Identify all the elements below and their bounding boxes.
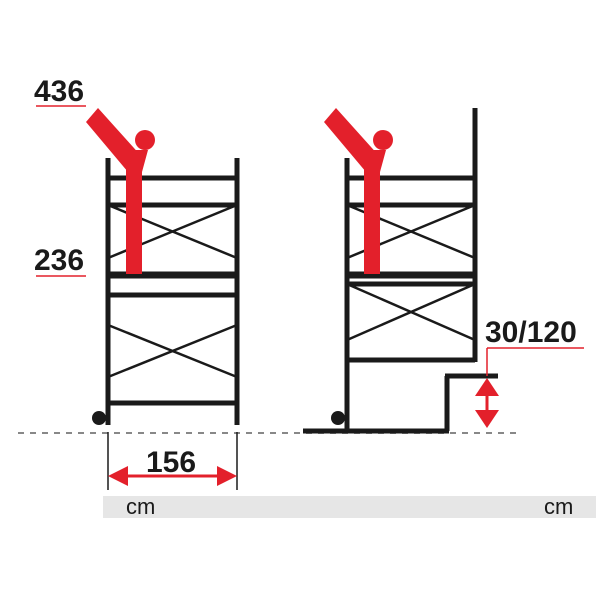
right-wheel — [331, 411, 345, 425]
unit-bar — [103, 496, 596, 518]
adjust-dimension-arrow — [475, 347, 584, 428]
step-block — [303, 373, 498, 434]
right-braces — [346, 203, 476, 342]
left-wheel — [92, 411, 106, 425]
height-top-label: 436 — [34, 75, 84, 108]
unit-label-right: cm — [544, 494, 573, 519]
width-dimension-arrow — [107, 432, 238, 490]
left-person-figure — [86, 108, 155, 274]
adjust-range-label: 30/120 — [485, 316, 577, 349]
right-person-figure — [324, 108, 393, 274]
right-scaffold — [344, 108, 478, 430]
height-platform-label: 236 — [34, 244, 84, 277]
width-label: 156 — [146, 446, 196, 479]
unit-label-left: cm — [126, 494, 155, 519]
